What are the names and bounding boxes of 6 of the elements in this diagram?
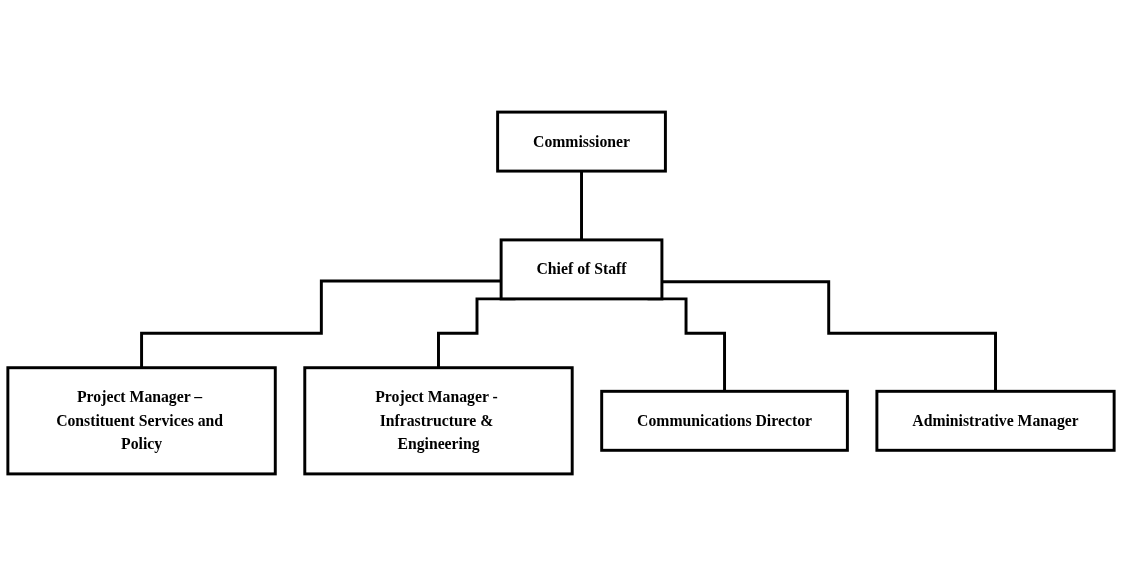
node-box: Communications Director: [600, 389, 849, 452]
node-box: Administrative Manager: [875, 389, 1116, 452]
node-box: Project Manager – Constituent Services and Policy: [6, 366, 277, 476]
node-box: Commissioner: [496, 110, 667, 173]
node-box: Project Manager - Infrastructure & Engineering: [303, 366, 574, 476]
node-box: Chief of Staff: [499, 238, 664, 301]
